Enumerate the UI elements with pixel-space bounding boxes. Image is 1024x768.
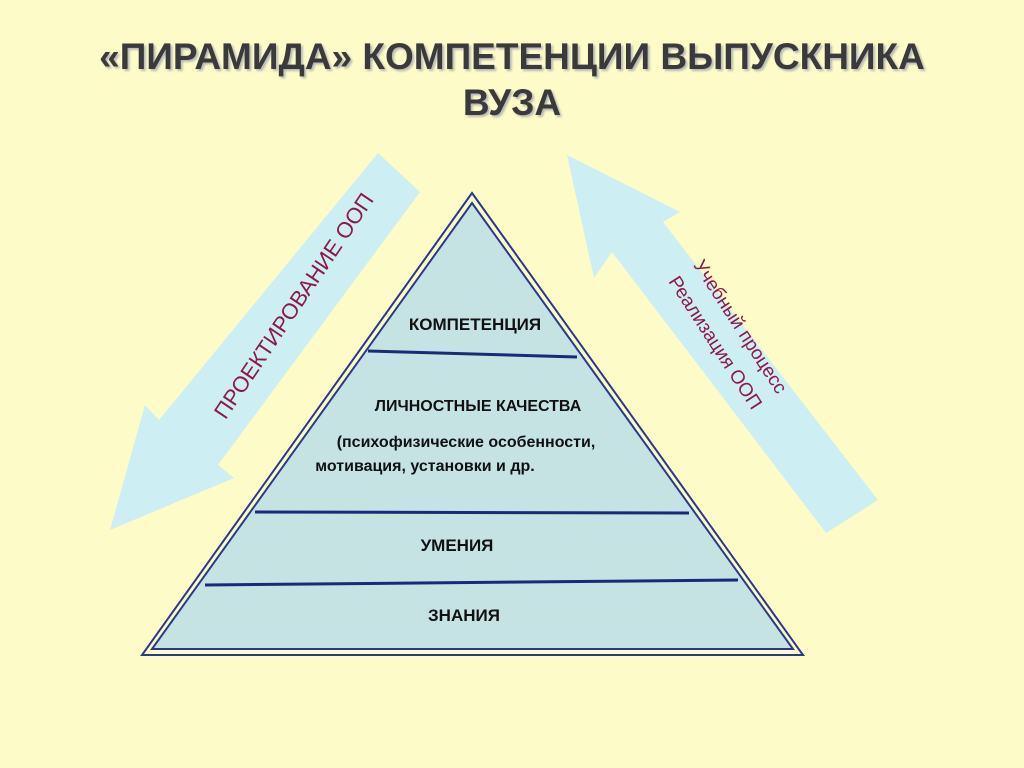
slide-title: «ПИРАМИДА» КОМПЕТЕНЦИИ ВЫПУСКНИКА ВУЗА (0, 34, 1024, 126)
level-personal-detail-2: мотивация, установки и др. (315, 458, 534, 475)
divider-1 (367, 349, 578, 359)
level-competence: КОМПЕТЕНЦИЯ (409, 315, 541, 334)
divider-3 (204, 578, 739, 587)
left-arrow-shape (110, 153, 420, 530)
right-arrow-shape (567, 155, 878, 533)
pyramid-body (150, 201, 795, 650)
divider-2 (254, 510, 690, 515)
level-personal-qualities: ЛИЧНОСТНЫЕ КАЧЕСТВА (375, 398, 582, 415)
pyramid-outer-border (140, 191, 805, 656)
title-line-2: ВУЗА (462, 82, 562, 123)
level-knowledge: ЗНАНИЯ (428, 606, 500, 625)
level-personal-detail-1: (психофизические особенности, (337, 434, 596, 451)
level-skills: УМЕНИЯ (421, 536, 494, 555)
title-line-1: «ПИРАМИДА» КОМПЕТЕНЦИИ ВЫПУСКНИКА (99, 36, 925, 77)
pyramid: КОМПЕТЕНЦИЯ ЛИЧНОСТНЫЕ КАЧЕСТВА (психофи… (140, 191, 805, 656)
